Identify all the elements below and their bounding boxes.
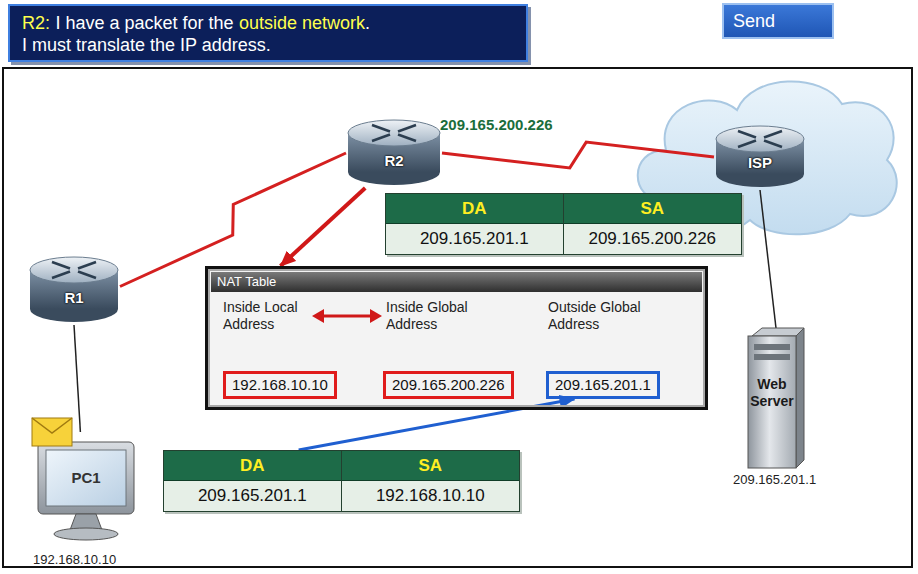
router-arrow xyxy=(398,135,416,142)
nat-table-ground xyxy=(205,266,708,410)
text-holder: PC1 xyxy=(46,469,126,486)
address-cell: 209.165.201.1 xyxy=(546,371,660,399)
router-name: ISP xyxy=(714,154,806,171)
speech-callout: R2:I have a packet for the outside networ… xyxy=(8,4,528,62)
web-server-icon: Web Server xyxy=(746,328,806,468)
packet-header-table: DASA209.165.201.1209.165.200.226 xyxy=(385,193,742,255)
table-cell: DA xyxy=(164,451,342,481)
callout-text: R2: xyxy=(22,13,50,33)
arrow-head xyxy=(312,309,324,323)
envelope-icon xyxy=(32,418,72,446)
server-slot xyxy=(754,354,790,360)
text-holder: NAT Table xyxy=(211,272,702,292)
double-arrow-shaft xyxy=(320,315,374,318)
router-name: R2 xyxy=(346,152,442,169)
ip-address-label: 192.168.10.10 xyxy=(33,552,116,567)
router-arrow xyxy=(764,131,782,138)
ip-address-label: 209.165.200.226 xyxy=(440,116,553,133)
router-arrow xyxy=(78,272,96,279)
router-icon: R2 xyxy=(346,118,442,188)
serial-link xyxy=(442,142,714,168)
table-heading: Inside Global Address xyxy=(386,299,501,333)
router-arrow xyxy=(738,131,756,138)
router-arrow xyxy=(372,125,390,132)
table-cell: 209.165.200.226 xyxy=(564,224,742,254)
text-holder: Inside Local Address xyxy=(223,299,338,333)
table-heading: NAT Table xyxy=(211,272,702,292)
address-text: 192.168.10.10 xyxy=(232,376,328,394)
ip-address-label: 209.165.201.1 xyxy=(733,472,816,487)
address-text: 209.165.200.226 xyxy=(392,376,505,394)
monitor-base xyxy=(54,528,118,540)
server-name: Web Server xyxy=(746,376,798,410)
text-holder: Web Server xyxy=(746,376,798,410)
callout-text: . xyxy=(365,13,370,33)
callout-text: I must translate the IP address. xyxy=(22,34,514,56)
text-holder: R1 xyxy=(28,289,120,306)
router-top xyxy=(348,120,440,146)
arrow-head xyxy=(370,309,382,323)
router-name: R1 xyxy=(28,289,120,306)
router-arrow xyxy=(372,135,390,142)
nat-table: NAT TableInside Local Address Inside Glob… xyxy=(205,266,708,410)
pc-symbol xyxy=(30,432,142,544)
frame-border xyxy=(3,68,912,567)
router-icon: ISP xyxy=(714,124,806,190)
text-holder: Outside Global Address xyxy=(548,299,668,333)
router-top xyxy=(30,257,118,283)
router-arrow xyxy=(52,262,70,269)
ethernet-link xyxy=(74,325,80,432)
router-arrow xyxy=(764,141,782,148)
send-button: Send xyxy=(722,3,834,39)
table-cell: DA xyxy=(386,194,564,224)
envelope-flap xyxy=(32,418,72,433)
packet-header-table: DASA209.165.201.1192.168.10.10 xyxy=(163,450,520,512)
address-cell: 192.168.10.10 xyxy=(223,371,337,399)
text-holder: R2 xyxy=(346,152,442,169)
table-heading: Outside Global Address xyxy=(548,299,668,333)
envelope-body xyxy=(32,418,72,446)
router-arrow xyxy=(398,125,416,132)
table-heading: Inside Local Address xyxy=(223,299,338,333)
pc-name: PC1 xyxy=(46,469,126,486)
callout-text: I have a packet for the xyxy=(55,13,233,33)
router-icon: R1 xyxy=(28,255,120,325)
callout-text: outside network xyxy=(239,13,365,33)
router-arrow xyxy=(52,272,70,279)
text-holder: ISP xyxy=(714,154,806,171)
table-cell: 209.165.201.1 xyxy=(164,481,342,511)
router-arrow xyxy=(738,141,756,148)
button-label: Send xyxy=(733,10,823,32)
server-slot xyxy=(754,344,790,350)
server-side xyxy=(796,328,804,468)
table-cell: 192.168.10.10 xyxy=(342,481,520,511)
table-cell: 209.165.201.1 xyxy=(386,224,564,254)
monitor-screen xyxy=(46,450,126,506)
pc-icon: PC1 xyxy=(30,432,142,544)
server-top xyxy=(752,328,804,336)
monitor-bezel xyxy=(38,442,134,514)
address-cell: 209.165.200.226 xyxy=(383,371,514,399)
address-text: 209.165.201.1 xyxy=(555,376,651,394)
table-cell: SA xyxy=(342,451,520,481)
ethernet-link xyxy=(760,190,776,328)
table-cell: SA xyxy=(564,194,742,224)
router-arrow xyxy=(78,262,96,269)
mapping-arrow xyxy=(299,399,575,450)
lookup-arrow xyxy=(280,188,365,266)
text-holder: Inside Global Address xyxy=(386,299,501,333)
router-top xyxy=(716,126,804,152)
